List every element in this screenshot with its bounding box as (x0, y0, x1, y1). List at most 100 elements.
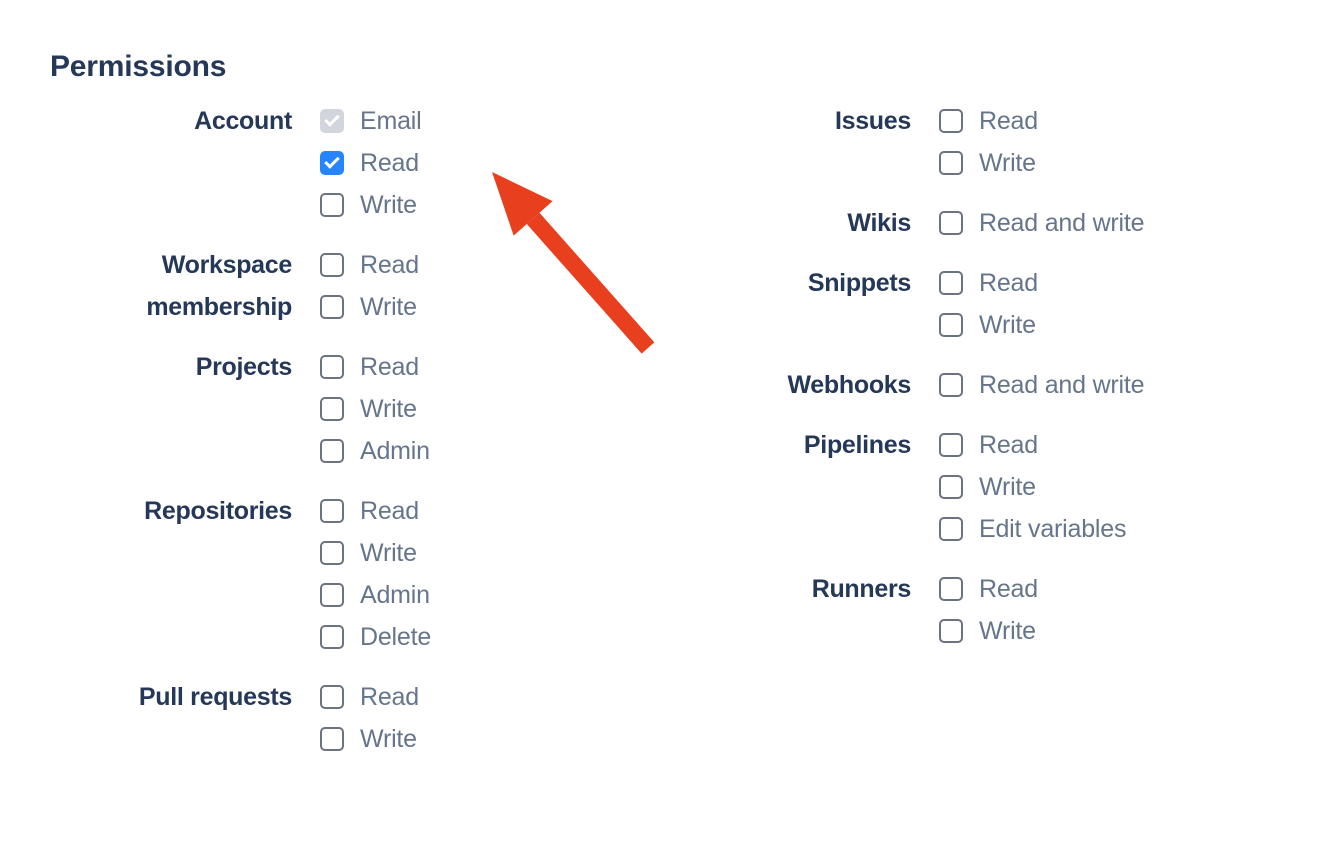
checkbox-write[interactable] (939, 619, 963, 643)
checkbox-read[interactable] (320, 151, 344, 175)
permission-option-row[interactable]: Write (939, 466, 1322, 508)
permission-option-label: Write (360, 725, 417, 753)
group-spacer (660, 244, 1322, 262)
permission-option-label: Read (979, 107, 1038, 135)
checkbox-read[interactable] (939, 433, 963, 457)
permission-option-row[interactable]: Write (320, 286, 660, 328)
permission-option-label: Read (979, 431, 1038, 459)
checkbox-write[interactable] (320, 193, 344, 217)
permission-option-row[interactable]: Write (939, 142, 1322, 184)
checkbox-read[interactable] (320, 499, 344, 523)
checkbox-read-and-write[interactable] (939, 373, 963, 397)
permission-option-label: Read (360, 353, 419, 381)
group-spacer (0, 328, 660, 346)
permission-option-list: Read and write (911, 202, 1322, 244)
checkbox-write[interactable] (939, 475, 963, 499)
checkbox-write[interactable] (320, 727, 344, 751)
permission-option-row[interactable]: Read (939, 262, 1322, 304)
permission-option-label: Read (360, 251, 419, 279)
checkbox-email (320, 109, 344, 133)
permission-group-label: Pipelines (803, 431, 911, 459)
permission-option-label: Read (360, 149, 419, 177)
checkbox-write[interactable] (320, 295, 344, 319)
group-spacer (660, 346, 1322, 364)
permission-option-row[interactable]: Write (939, 304, 1322, 346)
permission-option-label: Write (360, 293, 417, 321)
checkbox-admin[interactable] (320, 439, 344, 463)
permission-option-row[interactable]: Read (320, 142, 660, 184)
checkbox-read[interactable] (320, 253, 344, 277)
permission-group-label: Projects (195, 353, 293, 381)
permission-group-label: Wikis (847, 209, 911, 237)
group-spacer (0, 472, 660, 490)
permission-group-label: Snippets (807, 269, 911, 297)
permission-option-row[interactable]: Write (939, 610, 1322, 652)
permission-option-row[interactable]: Read and write (939, 364, 1322, 406)
permission-group-label: Repositories (144, 497, 292, 525)
permission-option-label: Write (979, 311, 1036, 339)
checkbox-read[interactable] (939, 109, 963, 133)
checkbox-admin[interactable] (320, 583, 344, 607)
permission-option-row[interactable]: Read (320, 346, 660, 388)
permission-option-row[interactable]: Write (320, 184, 660, 226)
permission-option-label: Read (979, 269, 1038, 297)
permission-option-label: Edit variables (979, 515, 1127, 543)
permission-option-row[interactable]: Email (320, 100, 660, 142)
permission-option-label: Delete (360, 623, 432, 651)
checkbox-read[interactable] (939, 271, 963, 295)
checkbox-write[interactable] (939, 313, 963, 337)
group-spacer (0, 226, 660, 244)
checkbox-delete[interactable] (320, 625, 344, 649)
checkbox-read[interactable] (320, 355, 344, 379)
permission-option-row[interactable]: Read (320, 244, 660, 286)
permission-option-label: Read (360, 497, 419, 525)
permission-option-label: Admin (360, 581, 430, 609)
permission-option-row[interactable]: Admin (320, 430, 660, 472)
permission-option-label: Write (979, 473, 1036, 501)
permission-option-row[interactable]: Read (320, 676, 660, 718)
permission-option-label: Write (360, 395, 417, 423)
checkbox-read-and-write[interactable] (939, 211, 963, 235)
checkmark-icon (324, 153, 340, 169)
group-spacer (660, 184, 1322, 202)
checkbox-write[interactable] (939, 151, 963, 175)
permission-option-row[interactable]: Write (320, 718, 660, 760)
permission-option-label: Admin (360, 437, 430, 465)
checkbox-write[interactable] (320, 397, 344, 421)
permission-option-row[interactable]: Read (939, 100, 1322, 142)
checkbox-edit-variables[interactable] (939, 517, 963, 541)
permission-option-row[interactable]: Delete (320, 616, 660, 658)
checkbox-read[interactable] (939, 577, 963, 601)
permission-option-row[interactable]: Write (320, 532, 660, 574)
checkbox-write[interactable] (320, 541, 344, 565)
permission-option-row[interactable]: Read (939, 568, 1322, 610)
group-spacer (660, 550, 1322, 568)
permission-option-row[interactable]: Admin (320, 574, 660, 616)
permission-option-label: Read (979, 575, 1038, 603)
group-spacer (660, 406, 1322, 424)
permission-group: Wikis Read and write (660, 202, 1322, 244)
checkbox-read[interactable] (320, 685, 344, 709)
permission-option-label: Read and write (979, 209, 1145, 237)
permission-group-label: Runners (811, 575, 912, 603)
permission-group-label: Workspace membership (146, 251, 292, 321)
permission-option-row[interactable]: Write (320, 388, 660, 430)
permission-option-row[interactable]: Edit variables (939, 508, 1322, 550)
permission-option-row[interactable]: Read (939, 424, 1322, 466)
permission-option-row[interactable]: Read (320, 490, 660, 532)
permission-option-label: Email (360, 107, 422, 135)
permission-option-row[interactable]: Read and write (939, 202, 1322, 244)
